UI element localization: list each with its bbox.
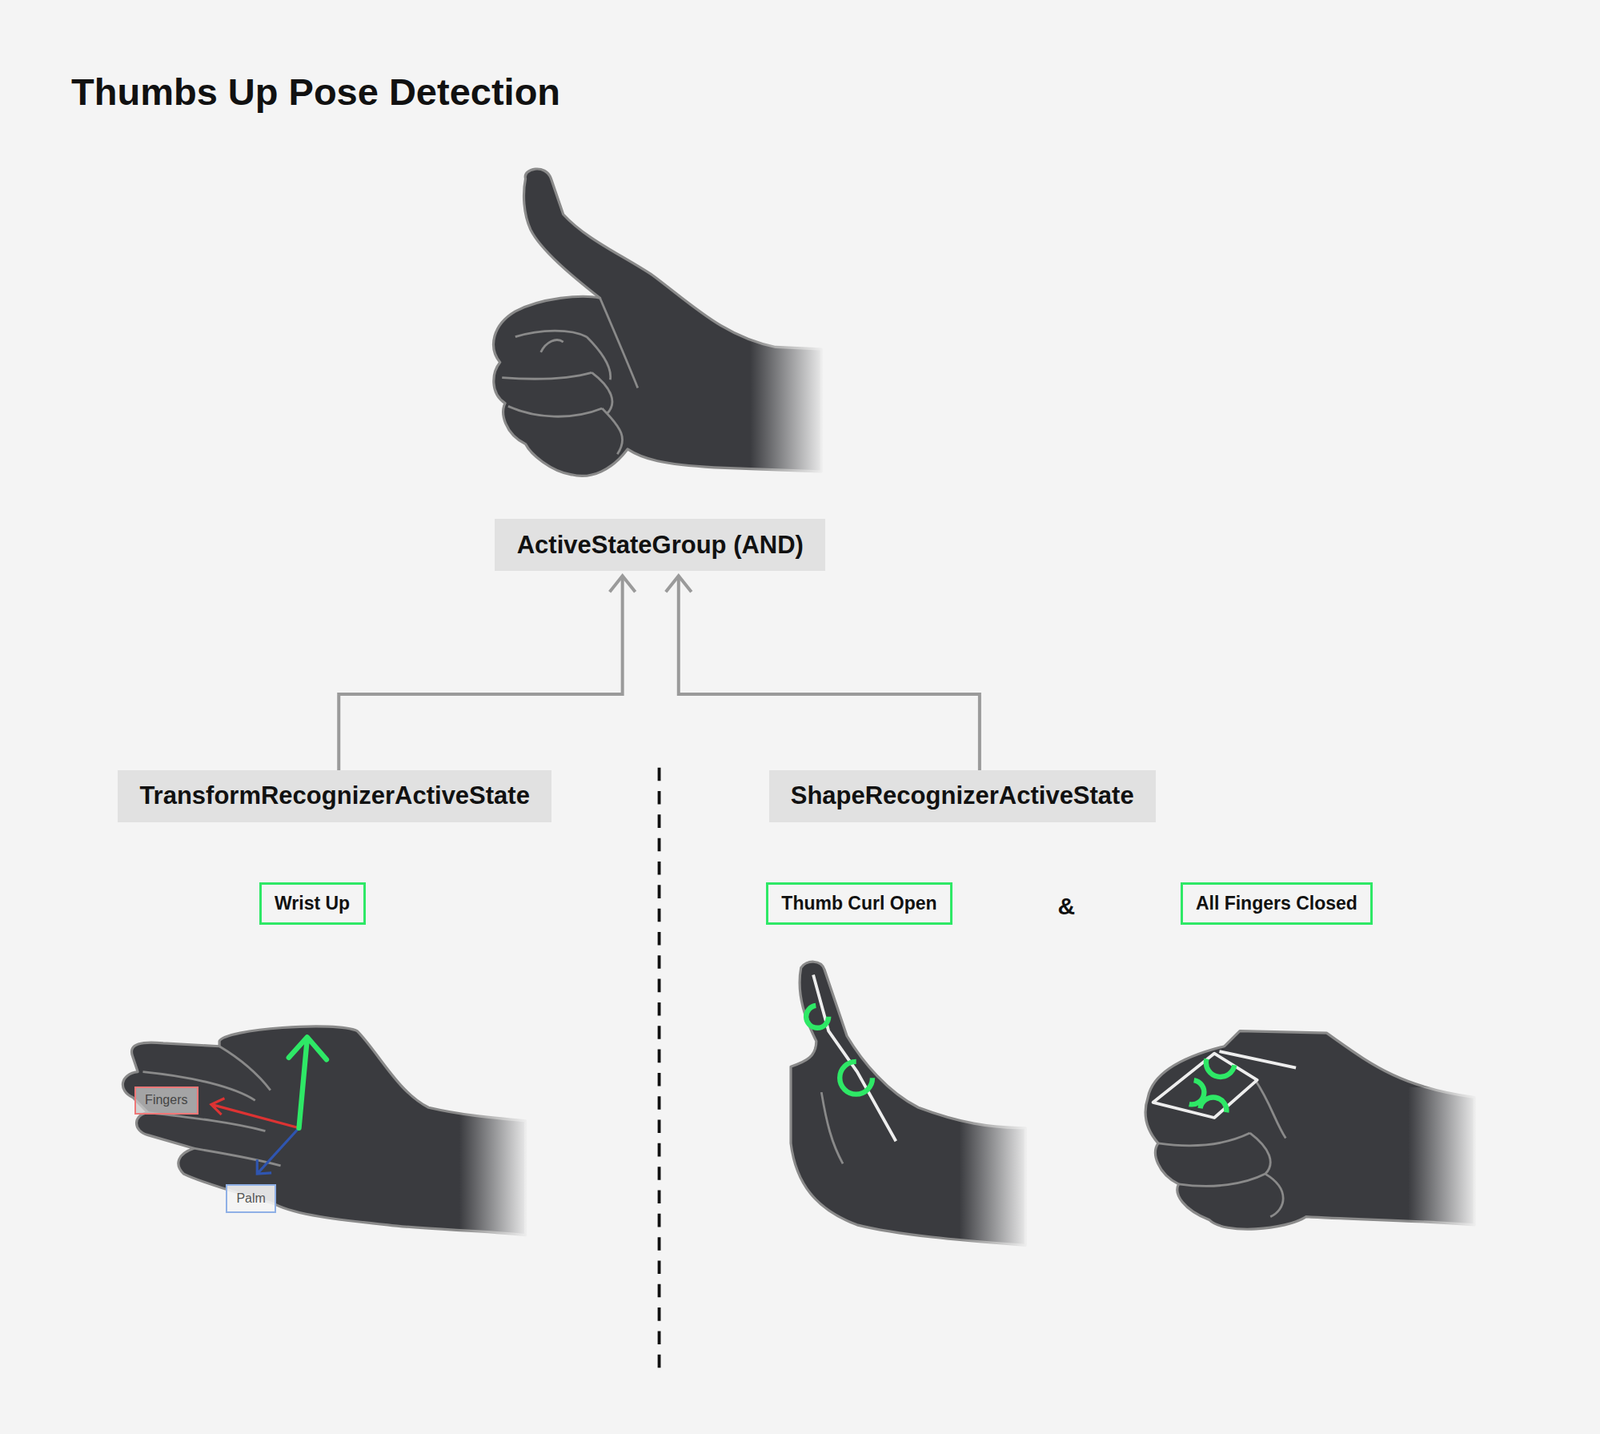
fingers-closed-hand (1145, 1030, 1480, 1231)
wrist-fade (958, 1117, 1031, 1251)
recognizer-box: ShapeRecognizerActiveState (769, 769, 1156, 823)
wrist-fade (749, 331, 827, 485)
arrow-head (609, 575, 636, 592)
node-text: Wrist Up (274, 892, 350, 915)
node-text: Palm (236, 1190, 265, 1206)
node-text: Fingers (144, 1092, 188, 1107)
connector-arrow (338, 575, 635, 770)
condition-tag: Thumb Curl Open (765, 882, 953, 925)
palm-axis-arrow (256, 1127, 299, 1174)
thumb-bone-line (813, 974, 896, 1142)
up-axis-arrow (288, 1036, 327, 1127)
node-text: Thumb Curl Open (781, 892, 937, 915)
axis-label: Fingers (134, 1086, 199, 1115)
joint-curl-marker (839, 1061, 873, 1095)
node-text: ShapeRecognizerActiveState (790, 781, 1135, 811)
recognizer-box: TransformRecognizerActiveState (117, 769, 552, 823)
connector-line (678, 575, 980, 770)
diagram-title: Thumbs Up Pose Detection (71, 69, 561, 115)
axis-label: Palm (225, 1183, 277, 1213)
fingers-axis-arrow (211, 1098, 300, 1128)
node-text: All Fingers Closed (1195, 892, 1358, 915)
joint-curl-marker (1198, 1094, 1229, 1126)
node-text: TransformRecognizerActiveState (139, 781, 530, 811)
joint-curl-marker (806, 1005, 829, 1028)
thumbs-up-hand (493, 168, 827, 486)
wrist-fade (1407, 1086, 1480, 1230)
joint-curl-marker (1203, 1045, 1237, 1079)
connector-line (338, 575, 622, 770)
finger-crease (821, 1091, 843, 1163)
finger-crease (1158, 1079, 1286, 1217)
connector-arrow (665, 575, 980, 770)
finger-crease (501, 297, 638, 454)
condition-tag: All Fingers Closed (1180, 882, 1373, 925)
condition-tag: Wrist Up (259, 882, 366, 925)
node-text: ActiveStateGroup (AND) (517, 530, 804, 560)
wrist-fade (459, 1106, 531, 1240)
arrow-head (665, 575, 692, 592)
thumb-open-hand (790, 961, 1031, 1250)
wrist-up-hand (122, 1026, 531, 1240)
group-box: ActiveStateGroup (AND) (494, 518, 826, 571)
and-symbol: & (1057, 891, 1075, 921)
divider-line (657, 767, 662, 1373)
